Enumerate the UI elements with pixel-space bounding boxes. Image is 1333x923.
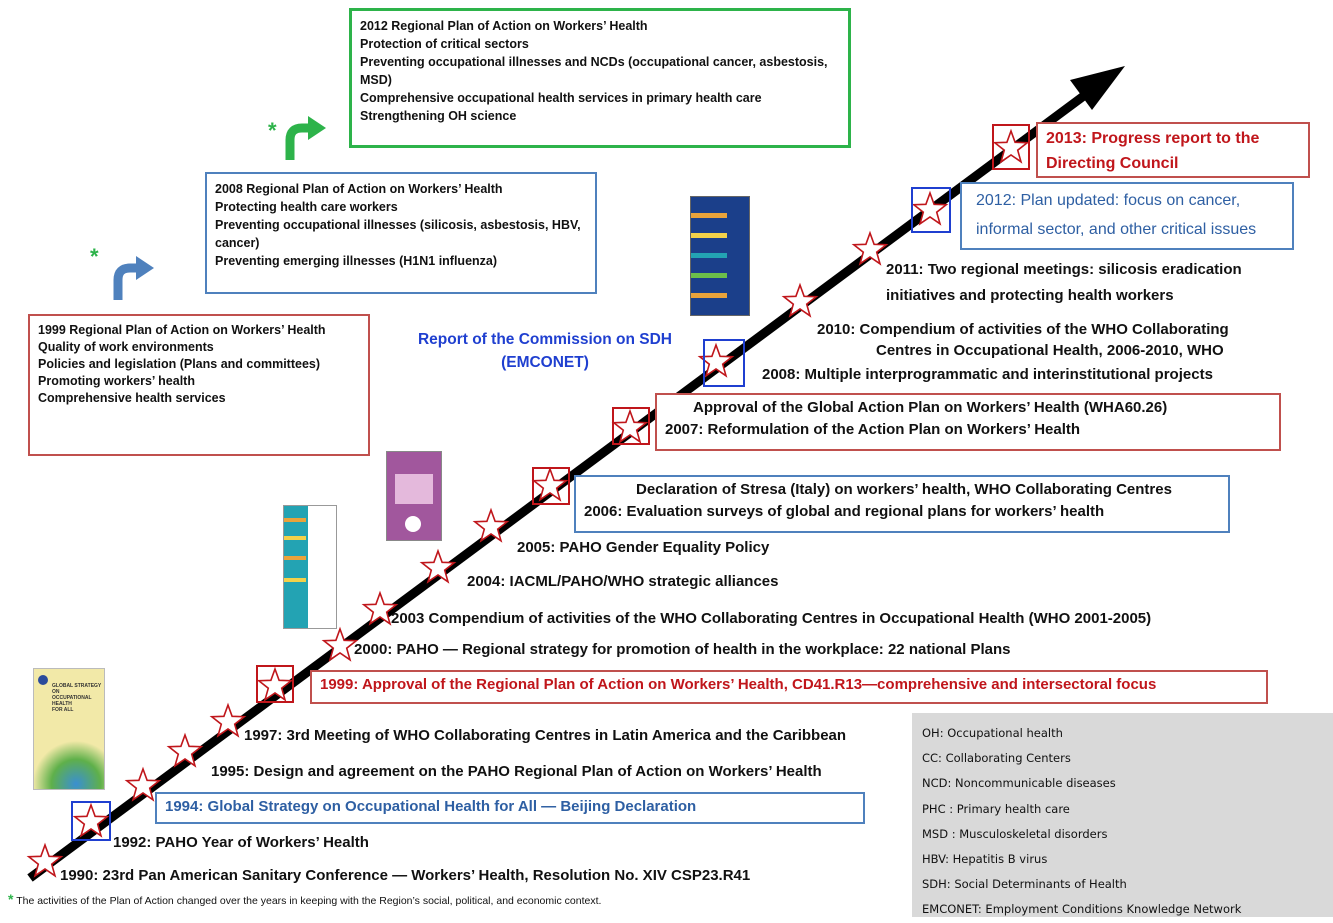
timeline-star-marker	[851, 230, 889, 266]
glossary-item: EMCONET: Employment Conditions Knowledge…	[922, 902, 1242, 917]
plan-2012-line: 2012 Regional Plan of Action on Workers’…	[360, 19, 648, 33]
event-1992: 1992: PAHO Year of Workers’ Health	[113, 834, 369, 851]
plan-1999-line: Comprehensive health services	[38, 391, 226, 405]
plan-2012-line: Protection of critical sectors	[360, 37, 529, 51]
event-1994-box: 1994: Global Strategy on Occupational He…	[155, 792, 865, 824]
event-2004: 2004: IACML/PAHO/WHO strategic alliances	[467, 573, 779, 590]
footnote: * The activities of the Plan of Action c…	[8, 891, 601, 907]
event-2011-line2: initiatives and protecting health worker…	[886, 287, 1174, 304]
timeline-star-marker	[472, 507, 510, 543]
event-2012-line1: 2012: Plan updated: focus on cancer,	[976, 192, 1241, 209]
event-1997: 1997: 3rd Meeting of WHO Collaborating C…	[244, 727, 847, 744]
event-2008: 2008: Multiple interprogrammatic and int…	[762, 366, 1213, 383]
event-1995: 1995: Design and agreement on the PAHO R…	[211, 763, 822, 780]
marker-square-2006	[532, 467, 570, 505]
event-1999: 1999: Approval of the Regional Plan of A…	[320, 676, 1157, 693]
plan-2008-line: Preventing occupational illnesses (silic…	[215, 218, 581, 250]
event-1990: 1990: 23rd Pan American Sanitary Confere…	[60, 867, 751, 884]
glossary-item: HBV: Hepatitis B virus	[922, 852, 1048, 867]
compendium-2010-cover-thumbnail	[690, 196, 750, 316]
glossary-item: CC: Collaborating Centers	[922, 751, 1071, 766]
timeline-star-marker	[72, 802, 110, 838]
event-2010-line1: 2010: Compendium of activities of the WH…	[817, 321, 1229, 338]
glossary-item: NCD: Noncommunicable diseases	[922, 776, 1116, 791]
event-2013-line1: 2013: Progress report to the	[1046, 130, 1260, 147]
cover-title-line: GLOBAL STRATEGY ON	[52, 683, 102, 695]
event-2007-box: Approval of the Global Action Plan on Wo…	[655, 393, 1281, 451]
timeline-star-marker	[209, 702, 247, 738]
marker-square-2008	[703, 339, 745, 387]
timeline-star-marker	[419, 548, 457, 584]
footnote-text: The activities of the Plan of Action cha…	[16, 895, 602, 907]
timeline-star-marker	[611, 408, 649, 444]
plan-2008-line: Protecting health care workers	[215, 200, 398, 214]
event-2012-line2: informal sector, and other critical issu…	[976, 221, 1257, 238]
marker-square-2012	[911, 187, 951, 233]
cover-title-line: FOR ALL	[52, 707, 74, 713]
event-1999-box: 1999: Approval of the Regional Plan of A…	[310, 670, 1268, 704]
timeline-arrowhead	[1070, 66, 1125, 110]
plan-1999-line: Quality of work environments	[38, 340, 214, 354]
plan-2012-line: Preventing occupational illnesses and NC…	[360, 55, 828, 87]
timeline-star-marker	[321, 626, 359, 662]
timeline-star-marker	[531, 466, 569, 502]
event-2010-line2: Centres in Occupational Health, 2006-201…	[876, 342, 1224, 359]
marker-square-2007	[612, 407, 650, 445]
plan-2012-box: 2012 Regional Plan of Action on Workers’…	[349, 8, 851, 148]
glossary-item: MSD : Musculoskeletal disorders	[922, 826, 1108, 841]
glossary-item: OH: Occupational health	[922, 726, 1063, 740]
compendium-2003-cover-thumbnail	[283, 505, 337, 629]
event-2013-box: 2013: Progress report to the Directing C…	[1036, 122, 1310, 178]
glossary-panel: OH: Occupational health CC: Collaboratin…	[912, 713, 1333, 917]
plan-1999-line: Promoting workers’ health	[38, 374, 195, 388]
event-1994: 1994: Global Strategy on Occupational He…	[165, 798, 697, 815]
timeline-star-marker	[911, 190, 949, 226]
event-2013-line2: Directing Council	[1046, 155, 1179, 172]
plan-2008-box: 2008 Regional Plan of Action on Workers’…	[205, 172, 597, 294]
marker-square-1994	[71, 801, 111, 841]
event-2006-line1: Declaration of Stresa (Italy) on workers…	[636, 481, 1172, 498]
plan-2008-line: 2008 Regional Plan of Action on Workers’…	[215, 182, 503, 196]
workplace-health-cover-thumbnail	[386, 451, 442, 541]
asterisk-icon-footnote: *	[8, 891, 14, 907]
event-2007-line2: 2007: Reformulation of the Action Plan o…	[665, 421, 1081, 438]
plan-1999-line: 1999 Regional Plan of Action on Workers’…	[38, 323, 326, 337]
plan-2012-line: Strengthening OH science	[360, 109, 517, 123]
marker-square-2013	[992, 124, 1030, 170]
event-2006-line2: 2006: Evaluation surveys of global and r…	[584, 503, 1105, 520]
cover-title-line: OCCUPATIONAL HEALTH	[52, 695, 92, 707]
glossary-item: SDH: Social Determinants of Health	[922, 877, 1127, 892]
event-2005: 2005: PAHO Gender Equality Policy	[517, 539, 770, 556]
timeline-star-marker	[26, 842, 64, 878]
timeline-star-marker	[992, 128, 1030, 164]
glossary-item: PHC : Primary health care	[922, 801, 1070, 816]
plan-1999-line: Policies and legislation (Plans and comm…	[38, 357, 321, 371]
timeline-star-marker	[781, 282, 819, 318]
global-strategy-cover-thumbnail: GLOBAL STRATEGY ON OCCUPATIONAL HEALTH F…	[33, 668, 105, 790]
event-2011-line1: 2011: Two regional meetings: silicosis e…	[886, 261, 1242, 278]
plan-2012-line: Comprehensive occupational health servic…	[360, 91, 762, 105]
event-2007-line1: Approval of the Global Action Plan on Wo…	[693, 399, 1168, 416]
event-2000: 2000: PAHO — Regional strategy for promo…	[354, 641, 1011, 658]
asterisk-icon-2: *	[268, 118, 277, 143]
event-2003: 2003 Compendium of activities of the WHO…	[391, 610, 1152, 627]
plan-2008-line: Preventing emerging illnesses (H1N1 infl…	[215, 254, 498, 268]
commission-report-label: Report of the Commission on SDH (EMCONET…	[417, 331, 673, 371]
timeline-star-marker	[166, 732, 204, 768]
plan-1999-box: 1999 Regional Plan of Action on Workers’…	[28, 314, 370, 456]
timeline-star-marker	[256, 666, 294, 702]
timeline-star-marker	[361, 590, 399, 626]
blue-curved-arrow	[113, 256, 154, 300]
marker-square-1999	[256, 665, 294, 703]
event-2006-box: Declaration of Stresa (Italy) on workers…	[574, 475, 1230, 533]
asterisk-icon-1: *	[90, 244, 99, 269]
event-2012-box: 2012: Plan updated: focus on cancer, inf…	[960, 182, 1294, 250]
green-curved-arrow	[285, 116, 326, 160]
timeline-star-marker	[124, 766, 162, 802]
